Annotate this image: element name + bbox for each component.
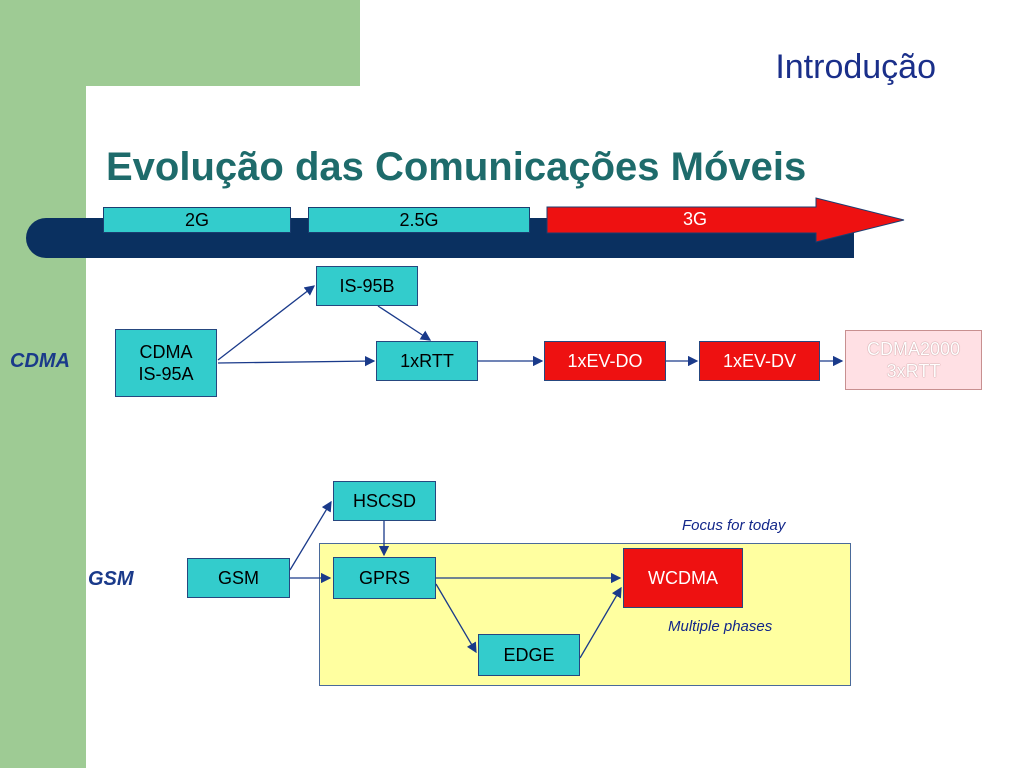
section-title: Introdução [775, 48, 936, 86]
background-strip-left [0, 0, 86, 768]
node-wcdma: WCDMA [623, 548, 743, 608]
era-3g-label: 3G [682, 209, 707, 229]
era-2g-label: 2G [103, 207, 291, 233]
node-1xrtt: 1xRTT [376, 341, 478, 381]
row-label-gsm: GSM [88, 568, 134, 590]
node-hscsd: HSCSD [333, 481, 436, 521]
node-1xev-do: 1xEV-DO [544, 341, 666, 381]
note-phases: Multiple phases [668, 618, 773, 635]
node-cdma-is95a: CDMA IS-95A [115, 329, 217, 397]
node-cdma2000-3xrtt: CDMA2000 3xRTT [845, 330, 982, 390]
arrow-gsm-to-hscsd [289, 500, 332, 571]
background-strip-top [0, 0, 360, 86]
arrow-is95b-to-1xrtt [377, 305, 432, 341]
node-cdma2000-line1: CDMA2000 [866, 339, 961, 359]
node-gprs: GPRS [333, 557, 436, 599]
arrow-cdma-to-is95b [217, 285, 316, 361]
row-label-cdma: CDMA [10, 350, 70, 372]
background-corner [86, 86, 386, 206]
arrow-edge-to-wcdma [579, 586, 622, 659]
node-cdma-line1: CDMA [139, 342, 193, 362]
arrow-gprs-to-edge [435, 583, 477, 654]
node-edge: EDGE [478, 634, 580, 676]
3g-arrow-shape [546, 197, 905, 243]
node-1xev-dv: 1xEV-DV [699, 341, 820, 381]
node-is95b: IS-95B [316, 266, 418, 306]
slide-title: Evolução das Comunicações Móveis [106, 145, 807, 189]
note-focus: Focus for today [682, 517, 786, 534]
node-cdma2000-line2: 3xRTT [886, 361, 941, 381]
era-25g-label: 2.5G [308, 207, 530, 233]
node-cdma-line2: IS-95A [138, 364, 194, 384]
arrow-cdma-to-1xrtt [217, 355, 376, 367]
node-gsm: GSM [187, 558, 290, 598]
